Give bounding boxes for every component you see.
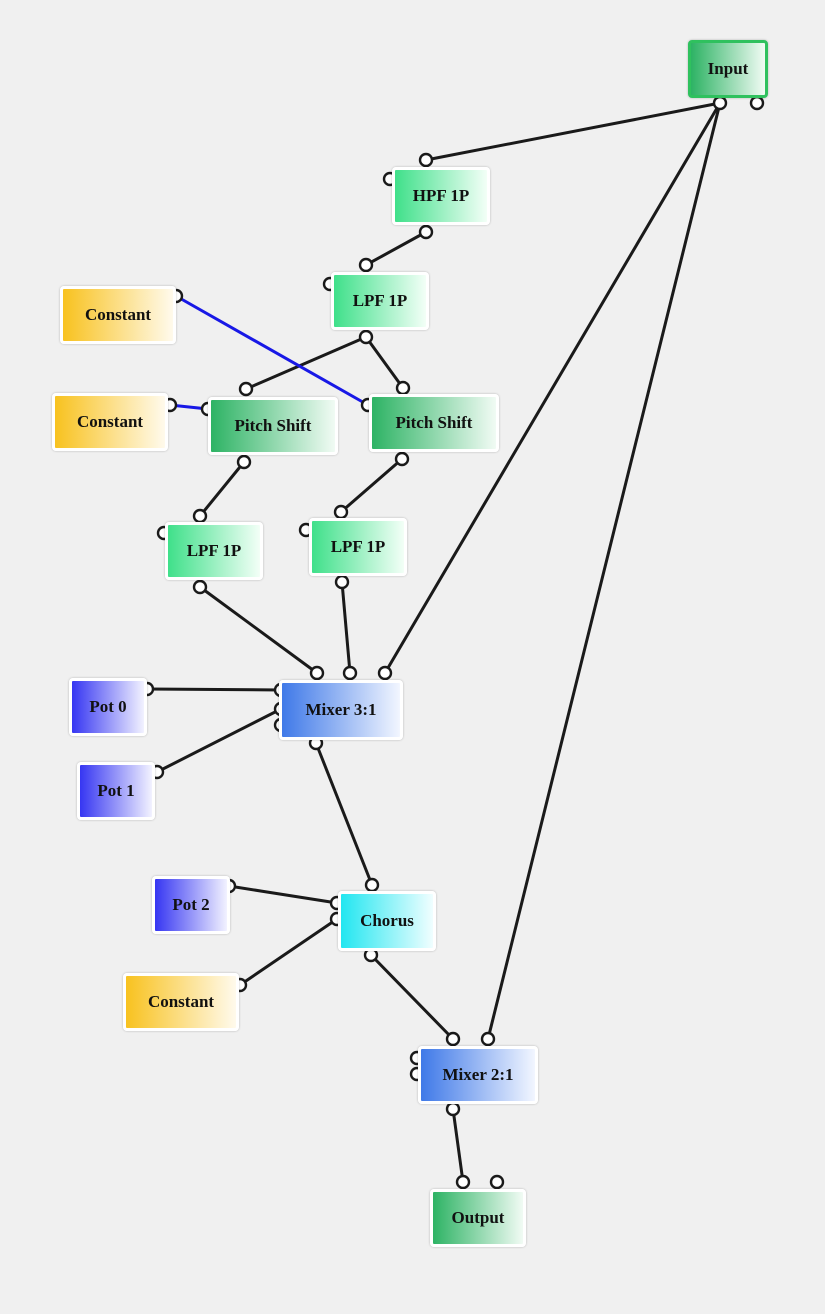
pot-1-node[interactable]: Pot 1 [77, 762, 155, 820]
port-circle-42[interactable] [445, 1101, 461, 1117]
audio-wire-18[interactable] [486, 101, 722, 1041]
mixer-3-1-node[interactable]: Mixer 3:1 [279, 680, 403, 740]
port-circle-11[interactable] [238, 381, 254, 397]
output-node[interactable]: Output [430, 1189, 526, 1247]
port-circle-5[interactable] [418, 224, 434, 240]
port-circle-1[interactable] [712, 95, 728, 111]
mixer-2-1-node[interactable]: Mixer 2:1 [418, 1046, 538, 1104]
pot-0-node[interactable]: Pot 0 [69, 678, 147, 736]
chorus-node[interactable]: Chorus [338, 891, 436, 951]
constant-node-3[interactable]: Constant [123, 973, 239, 1031]
lpf-1p-top-node[interactable]: LPF 1P [331, 272, 429, 330]
audio-wire-13[interactable] [155, 707, 283, 774]
port-circle-2[interactable] [749, 95, 765, 111]
audio-wire-3[interactable] [244, 335, 368, 391]
control-wire-5[interactable] [174, 294, 370, 407]
port-circle-17[interactable] [192, 508, 208, 524]
port-circle-8[interactable] [358, 329, 374, 345]
port-circle-20[interactable] [333, 504, 349, 520]
port-circle-13[interactable] [236, 454, 252, 470]
port-circle-6[interactable] [358, 257, 374, 273]
port-circle-3[interactable] [418, 152, 434, 168]
audio-wire-12[interactable] [145, 687, 283, 692]
port-circle-33[interactable] [364, 877, 380, 893]
lpf-1p-left-node[interactable]: LPF 1P [165, 522, 263, 580]
audio-wire-8[interactable] [339, 457, 404, 514]
audio-wire-9[interactable] [198, 585, 319, 675]
audio-wire-17[interactable] [369, 953, 455, 1041]
port-circle-39[interactable] [480, 1031, 496, 1047]
constant-node-2[interactable]: Constant [52, 393, 168, 451]
audio-wire-11[interactable] [383, 101, 722, 675]
audio-wire-1[interactable] [424, 101, 722, 162]
input-node[interactable]: Input [688, 40, 768, 98]
port-circle-22[interactable] [334, 574, 350, 590]
port-circle-19[interactable] [192, 579, 208, 595]
audio-wire-4[interactable] [364, 335, 405, 390]
lpf-1p-right-node[interactable]: LPF 1P [309, 518, 407, 576]
port-circle-38[interactable] [445, 1031, 461, 1047]
port-circle-43[interactable] [455, 1174, 471, 1190]
pitch-shift-right-node[interactable]: Pitch Shift [369, 394, 499, 452]
hpf-1p-node[interactable]: HPF 1P [392, 167, 490, 225]
port-circle-14[interactable] [395, 380, 411, 396]
audio-wire-2[interactable] [364, 230, 428, 267]
port-circle-25[interactable] [342, 665, 358, 681]
port-circle-16[interactable] [394, 451, 410, 467]
pot-2-node[interactable]: Pot 2 [152, 876, 230, 934]
audio-wire-15[interactable] [227, 884, 339, 905]
port-circle-24[interactable] [309, 665, 325, 681]
audio-wire-14[interactable] [314, 741, 374, 887]
audio-wire-7[interactable] [198, 460, 246, 518]
pitch-shift-left-node[interactable]: Pitch Shift [208, 397, 338, 455]
constant-node-1[interactable]: Constant [60, 286, 176, 344]
port-circle-26[interactable] [377, 665, 393, 681]
port-circle-44[interactable] [489, 1174, 505, 1190]
audio-wire-16[interactable] [238, 917, 339, 987]
audio-wire-10[interactable] [340, 580, 352, 675]
audio-wire-19[interactable] [451, 1107, 465, 1184]
